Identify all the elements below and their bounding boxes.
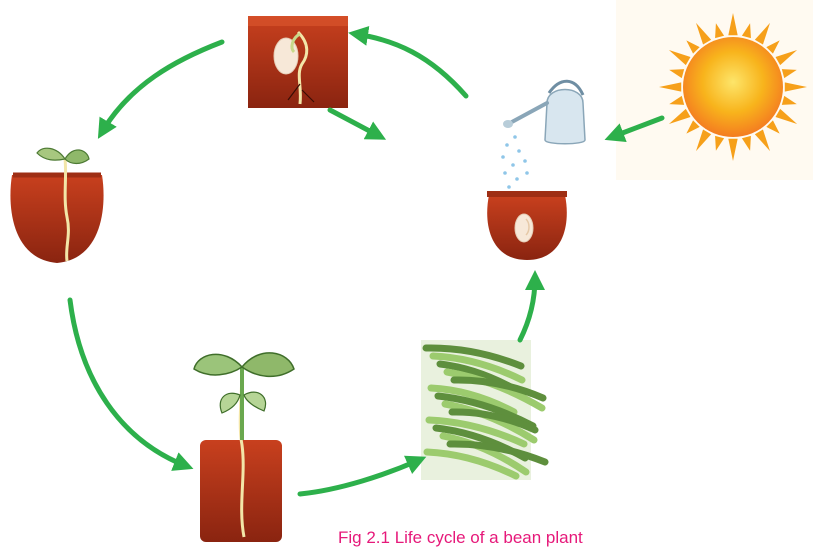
water-drop xyxy=(505,143,509,147)
arrow-top-inner xyxy=(330,110,379,136)
bean-seed xyxy=(515,214,533,242)
water-drop xyxy=(523,159,527,163)
germinating-seed-icon xyxy=(248,16,348,108)
arrow-left-to-bottom xyxy=(70,300,186,466)
water-drops xyxy=(501,135,529,195)
seedling-icon xyxy=(10,148,103,263)
water-drop xyxy=(515,177,519,181)
seed-in-soil-icon xyxy=(487,191,567,260)
figure-caption: Fig 2.1 Life cycle of a bean plant xyxy=(338,528,583,548)
young-plant-icon xyxy=(194,353,294,542)
watering-can-icon xyxy=(501,81,585,195)
water-drop xyxy=(517,149,521,153)
arrow-can-to-top xyxy=(356,34,466,96)
water-drop xyxy=(513,135,517,139)
arrow-pods-to-seed xyxy=(520,278,535,340)
bean-pods-icon xyxy=(421,340,545,480)
water-drop xyxy=(501,155,505,159)
sun-disc xyxy=(683,37,783,137)
water-drop xyxy=(511,163,515,167)
sun-icon xyxy=(616,0,813,180)
water-drop xyxy=(503,171,507,175)
arrow-bottom-to-pods xyxy=(300,460,419,494)
water-drop xyxy=(507,185,511,189)
water-drop xyxy=(525,171,529,175)
arrow-top-to-left xyxy=(102,42,222,132)
